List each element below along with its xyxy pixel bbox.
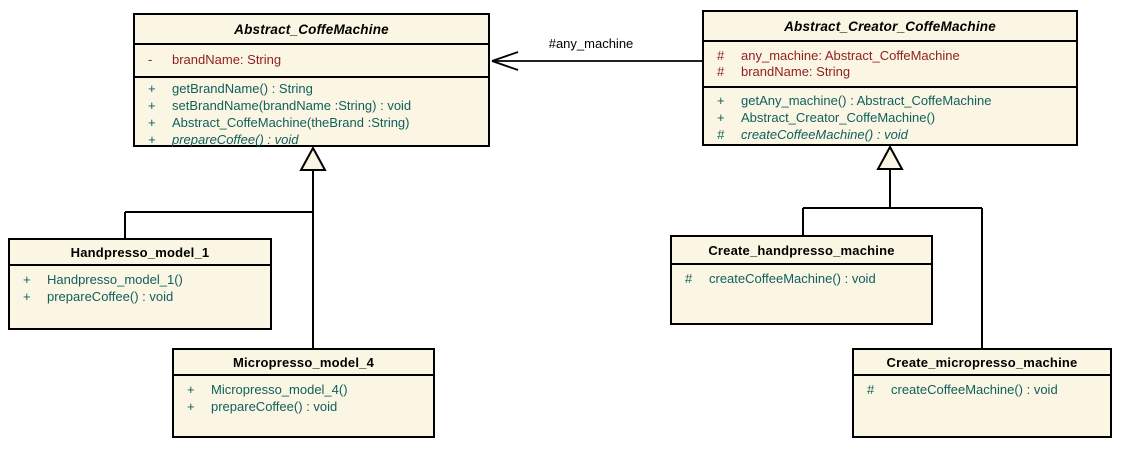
class-handpresso-model-1[interactable]: Handpresso_model_1 + Handpresso_model_1(… xyxy=(8,238,272,330)
method-text: Micropresso_model_4() xyxy=(211,382,348,397)
method-text: prepareCoffee() : void xyxy=(211,399,338,414)
visibility-symbol: + xyxy=(148,132,156,147)
method-text: setBrandName(brandName :String) : void xyxy=(172,98,412,113)
attribute-text: brandName: String xyxy=(741,64,851,79)
class-name: Abstract_Creator_CoffeMachine xyxy=(704,12,1076,42)
method-row: + Micropresso_model_4() xyxy=(174,382,433,398)
visibility-symbol: # xyxy=(717,64,725,79)
visibility-symbol: # xyxy=(717,127,725,142)
attribute-text: brandName: String xyxy=(172,52,282,67)
method-row: # createCoffeeMachine() : void xyxy=(672,271,931,287)
visibility-symbol: + xyxy=(148,98,156,113)
method-text: Handpresso_model_1() xyxy=(47,272,183,287)
class-create-micropresso-machine[interactable]: Create_micropresso_machine # createCoffe… xyxy=(852,348,1112,438)
method-row-abstract: # createCoffeeMachine() : void xyxy=(704,127,1076,143)
method-row: + prepareCoffee() : void xyxy=(174,399,433,415)
attributes-compartment: # any_machine: Abstract_CoffeMachine # b… xyxy=(704,42,1076,88)
method-text: Abstract_Creator_CoffeMachine() xyxy=(741,110,936,125)
generalization-arrow-left xyxy=(124,145,327,348)
method-row: + Abstract_CoffeMachine(theBrand :String… xyxy=(135,115,488,131)
class-name: Micropresso_model_4 xyxy=(174,350,433,376)
methods-compartment: + Micropresso_model_4() + prepareCoffee(… xyxy=(174,376,433,415)
class-name: Abstract_CoffeMachine xyxy=(135,15,488,45)
visibility-symbol: + xyxy=(23,289,31,304)
method-row: + getBrandName() : String xyxy=(135,81,488,97)
method-text: createCoffeeMachine() : void xyxy=(891,382,1058,397)
methods-compartment: + Handpresso_model_1() + prepareCoffee()… xyxy=(10,266,270,305)
attribute-row: # any_machine: Abstract_CoffeMachine xyxy=(704,48,1076,64)
method-row: + setBrandName(brandName :String) : void xyxy=(135,98,488,114)
attributes-compartment: - brandName: String xyxy=(135,45,488,78)
visibility-symbol: # xyxy=(685,271,693,286)
generalization-arrow-right xyxy=(802,144,983,349)
method-row: # createCoffeeMachine() : void xyxy=(854,382,1110,398)
methods-compartment: + getAny_machine() : Abstract_CoffeMachi… xyxy=(704,88,1076,143)
visibility-symbol: - xyxy=(148,52,153,67)
visibility-symbol: + xyxy=(717,93,725,108)
visibility-symbol: + xyxy=(717,110,725,125)
class-name: Create_micropresso_machine xyxy=(854,350,1110,376)
methods-compartment: # createCoffeeMachine() : void xyxy=(672,265,931,287)
method-row: + Abstract_Creator_CoffeMachine() xyxy=(704,110,1076,126)
method-text: prepareCoffee() : void xyxy=(172,132,299,147)
method-row: + Handpresso_model_1() xyxy=(10,272,270,288)
method-text: getBrandName() : String xyxy=(172,81,313,96)
visibility-symbol: + xyxy=(148,115,156,130)
visibility-symbol: # xyxy=(867,382,875,397)
attribute-row: # brandName: String xyxy=(704,64,1076,80)
method-text: Abstract_CoffeMachine(theBrand :String) xyxy=(172,115,410,130)
method-text: prepareCoffee() : void xyxy=(47,289,174,304)
method-text: createCoffeeMachine() : void xyxy=(709,271,876,286)
method-row: + prepareCoffee() : void xyxy=(10,289,270,305)
class-name: Handpresso_model_1 xyxy=(10,240,270,266)
visibility-symbol: + xyxy=(187,382,195,397)
association-label: #any_machine xyxy=(548,36,634,51)
method-text: createCoffeeMachine() : void xyxy=(741,127,908,142)
visibility-symbol: + xyxy=(148,81,156,96)
class-abstract-coffemachine[interactable]: Abstract_CoffeMachine - brandName: Strin… xyxy=(133,13,490,147)
method-row-abstract: + prepareCoffee() : void xyxy=(135,132,488,148)
visibility-symbol: + xyxy=(23,272,31,287)
association-arrow xyxy=(491,51,702,71)
class-abstract-creator-coffemachine[interactable]: Abstract_Creator_CoffeMachine # any_mach… xyxy=(702,10,1078,146)
visibility-symbol: + xyxy=(187,399,195,414)
method-row: + getAny_machine() : Abstract_CoffeMachi… xyxy=(704,93,1076,109)
method-text: getAny_machine() : Abstract_CoffeMachine xyxy=(741,93,992,108)
attribute-row: - brandName: String xyxy=(135,52,488,68)
class-create-handpresso-machine[interactable]: Create_handpresso_machine # createCoffee… xyxy=(670,235,933,325)
methods-compartment: + getBrandName() : String + setBrandName… xyxy=(135,78,488,148)
visibility-symbol: # xyxy=(717,48,725,63)
class-name: Create_handpresso_machine xyxy=(672,237,931,265)
class-micropresso-model-4[interactable]: Micropresso_model_4 + Micropresso_model_… xyxy=(172,348,435,438)
methods-compartment: # createCoffeeMachine() : void xyxy=(854,376,1110,398)
attribute-text: any_machine: Abstract_CoffeMachine xyxy=(741,48,960,63)
